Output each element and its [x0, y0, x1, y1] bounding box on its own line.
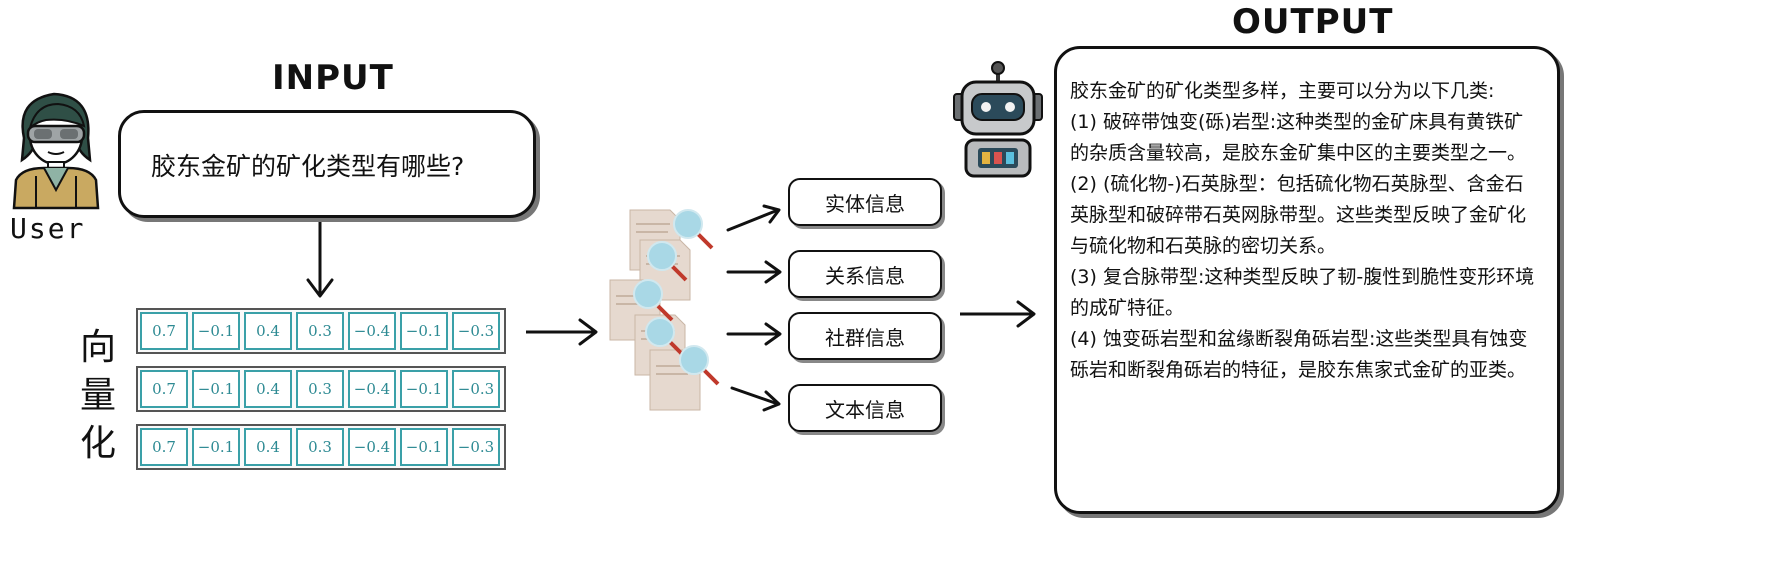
- vector-cell: −0.1: [192, 370, 240, 408]
- answer-line: (2) (硫化物-)石英脉型：包括硫化物石英脉型、含金石英脉型和破碎带石英网脉带…: [1070, 173, 1527, 257]
- vector-cell: 0.3: [296, 312, 344, 350]
- answer-text: 胶东金矿的矿化类型多样，主要可以分为以下几类: (1) 破碎带蚀变(砾)岩型:这…: [1070, 76, 1540, 386]
- branch-arrows: [726, 204, 782, 412]
- vector-cell: −0.3: [452, 370, 500, 408]
- vector-cell: −0.1: [192, 312, 240, 350]
- down-arrow-icon: [306, 222, 334, 298]
- vector-cell: −0.4: [348, 312, 396, 350]
- arrow-icon: [960, 300, 1036, 328]
- question-text: 胶东金矿的矿化类型有哪些?: [151, 152, 465, 181]
- input-heading: INPUT: [272, 58, 394, 98]
- answer-bubble: [1054, 46, 1560, 514]
- info-box-entity: 实体信息: [788, 178, 942, 226]
- vector-cell: −0.1: [400, 312, 448, 350]
- arrow-icon: [526, 318, 598, 346]
- vectorization-label: 向 量 化: [80, 330, 124, 462]
- arrow-icon: [764, 322, 782, 346]
- vector-cell: 0.3: [296, 428, 344, 466]
- vectorization-label-char: 化: [80, 423, 117, 464]
- vector-cell: 0.4: [244, 370, 292, 408]
- arrow-icon: [726, 208, 780, 232]
- vector-cell: 0.7: [140, 370, 188, 408]
- vector-cell: 0.7: [140, 312, 188, 350]
- user-label: User: [10, 212, 86, 245]
- info-box-community: 社群信息: [788, 312, 942, 360]
- info-box-relation: 关系信息: [788, 250, 942, 298]
- vectorization-label-char: 向: [80, 327, 117, 368]
- vector-cell: −0.1: [400, 370, 448, 408]
- vector-cell: −0.4: [348, 428, 396, 466]
- robot-icon: [953, 61, 1043, 178]
- vector-cell: 0.4: [244, 428, 292, 466]
- arrow-icon: [762, 204, 781, 224]
- question-bubble: 胶东金矿的矿化类型有哪些?: [118, 110, 536, 218]
- info-box-text: 文本信息: [788, 384, 942, 432]
- vector-cell: −0.1: [192, 428, 240, 466]
- answer-line: 胶东金矿的矿化类型多样，主要可以分为以下几类:: [1070, 80, 1495, 102]
- vector-cell: −0.1: [400, 428, 448, 466]
- arrow-icon: [764, 260, 782, 284]
- vector-cell: 0.4: [244, 312, 292, 350]
- vector-cell: −0.4: [348, 370, 396, 408]
- document-search-icon: [609, 209, 720, 411]
- user-avatar-icon: [12, 92, 100, 210]
- vector-cell: 0.3: [296, 370, 344, 408]
- arrow-icon: [730, 386, 780, 406]
- vector-cell: −0.3: [452, 312, 500, 350]
- vector-cell: −0.3: [452, 428, 500, 466]
- answer-line: (1) 破碎带蚀变(砾)岩型:这种类型的金矿床具有黄铁矿的杂质含量较高，是胶东金…: [1070, 111, 1527, 164]
- vector-cell: 0.7: [140, 428, 188, 466]
- answer-line: (4) 蚀变砾岩型和盆缘断裂角砾岩型:这些类型具有蚀变砾岩和断裂角砾岩的特征，是…: [1070, 328, 1528, 381]
- output-heading: OUTPUT: [1232, 2, 1394, 42]
- arrow-icon: [762, 390, 781, 412]
- answer-line: (3) 复合脉带型:这种类型反映了韧-腹性到脆性变形环境的成矿特征。: [1070, 266, 1535, 319]
- vectorization-label-char: 量: [80, 375, 117, 416]
